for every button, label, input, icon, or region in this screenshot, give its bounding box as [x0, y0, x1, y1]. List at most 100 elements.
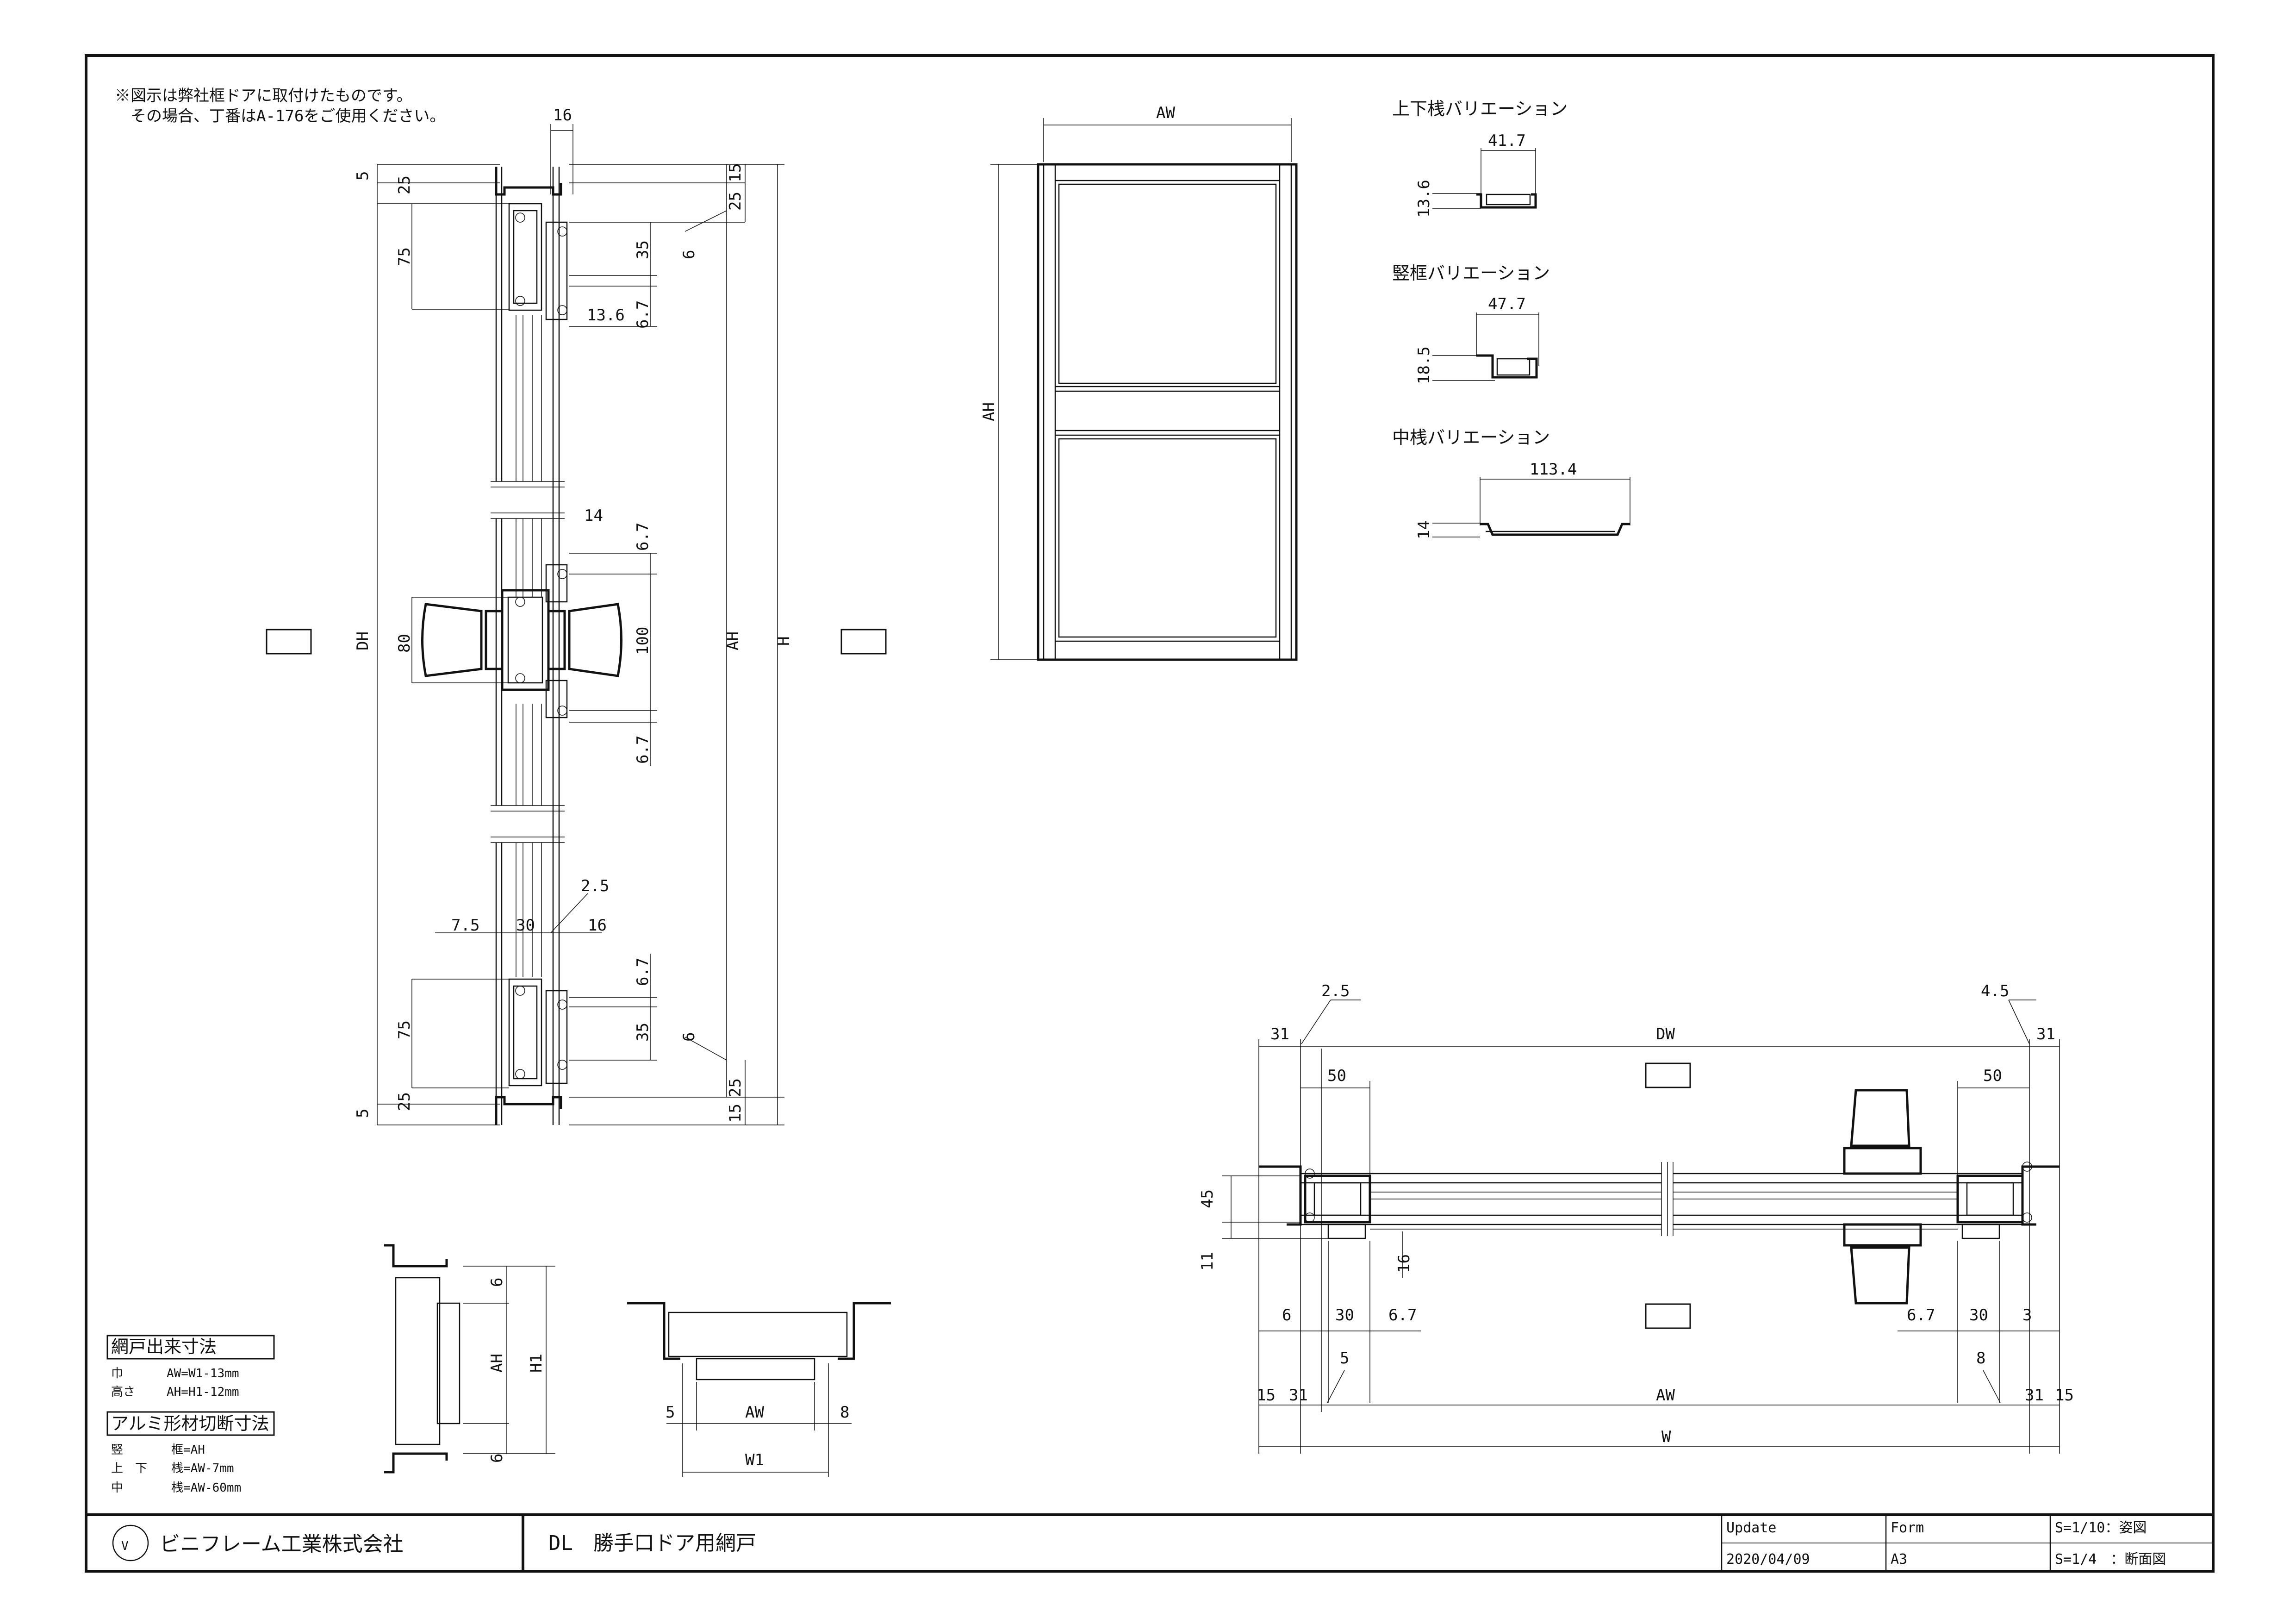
top-dim-5: 5	[666, 1403, 675, 1422]
side-dim-6-top: 6	[488, 1278, 506, 1287]
vs-dim-75-top: 75	[395, 247, 414, 266]
variation-1-width: 41.7	[1488, 131, 1526, 150]
hs-dim-30-l: 30	[1335, 1306, 1354, 1324]
legend-net-title: 網戸出来寸法	[111, 1337, 217, 1357]
legend-net-row-1-val: AW=W1-13mm	[167, 1367, 239, 1380]
hs-dim-5: 5	[1340, 1349, 1349, 1368]
variation-3-height: 14	[1415, 520, 1433, 539]
legend-alu-row-3-val: 桟=AW-60mm	[171, 1481, 241, 1495]
side-detail: 6 AH H1 6	[384, 1244, 555, 1474]
vs-dim-6-7-mid-b: 6.7	[634, 736, 652, 764]
vs-dim-80: 80	[395, 634, 414, 653]
vs-dim-6-7-bot: 6.7	[634, 958, 652, 986]
vs-dim-6-bot: 6	[680, 1032, 698, 1042]
top-dim-AW: AW	[745, 1403, 764, 1422]
vs-dim-H: H	[775, 637, 793, 646]
variation-3-width: 113.4	[1530, 460, 1577, 479]
legend-alu-title: アルミ形材切断寸法	[111, 1413, 269, 1434]
hs-dim-2-5: 2.5	[1321, 982, 1350, 1000]
hs-dim-30-r: 30	[1969, 1306, 1988, 1324]
hs-dim-31-tr: 31	[2036, 1025, 2055, 1043]
top-dim-8: 8	[840, 1403, 849, 1422]
variation-2-height: 18.5	[1415, 346, 1433, 384]
legend-alu-row-1-val: 框=AH	[171, 1443, 205, 1457]
form-value: A3	[1891, 1551, 1907, 1568]
hs-dim-15-r: 15	[2055, 1386, 2074, 1405]
vs-dim-5-top: 5	[354, 171, 372, 181]
vs-dim-75-bot: 75	[395, 1020, 414, 1039]
hs-dim-45: 45	[1198, 1189, 1217, 1208]
elev-dim-AW: AW	[1156, 104, 1175, 122]
vs-dim-30: 30	[516, 916, 535, 935]
vs-dim-DH: DH	[354, 631, 372, 650]
form-label: Form	[1891, 1520, 1924, 1536]
hs-dim-31-l: 31	[1289, 1386, 1308, 1405]
hs-dim-W: W	[1661, 1428, 1671, 1446]
vs-dim-25-15-top: 25 15	[726, 163, 745, 211]
vs-dim-6-top: 6	[680, 250, 698, 259]
hs-dim-31-tl: 31	[1270, 1025, 1289, 1043]
legend-alu-row-2-key: 上 下	[111, 1462, 147, 1475]
hs-dim-31-r: 31	[2025, 1386, 2044, 1405]
vs-dim-6-7-mid-a: 6.7	[634, 523, 652, 551]
scale-1: S=1/10：姿図	[2055, 1520, 2147, 1536]
hs-dim-50-r: 50	[1983, 1067, 2002, 1085]
horizontal-section: 外部 内部 2.5 4.5 31 DW 31 50 50 45 11 16 6 …	[1198, 982, 2074, 1454]
hs-dim-4-5: 4.5	[1981, 982, 2009, 1000]
hs-dim-50-l: 50	[1327, 1067, 1346, 1085]
legend: 網戸出来寸法 巾 AW=W1-13mm 高さ AH=H1-12mm アルミ形材切…	[106, 1335, 275, 1495]
door-elevation: AW AH	[980, 104, 1298, 661]
legend-net-row-1-key: 巾	[111, 1367, 123, 1380]
vs-dim-100: 100	[634, 627, 652, 655]
vs-dim-16-top: 16	[553, 106, 572, 125]
elev-dim-AH: AH	[980, 402, 998, 421]
side-dim-6-bot: 6	[488, 1454, 506, 1463]
vs-dim-2-5: 2.5	[581, 877, 609, 895]
hs-dim-8: 8	[1976, 1349, 1985, 1368]
legend-net-row-2-val: AH=H1-12mm	[167, 1385, 239, 1399]
hs-dim-11: 11	[1198, 1252, 1217, 1271]
product-title: DL 勝手口ドア用網戸	[548, 1531, 756, 1555]
variation-top-bottom: 上下桟バリエーション 41.7 13.6	[1392, 99, 1568, 218]
side-dim-H1: H1	[527, 1354, 546, 1373]
vs-dim-25-top: 25	[395, 175, 414, 194]
legend-alu-row-2-val: 桟=AW-7mm	[171, 1462, 234, 1475]
vs-dim-7-5: 7.5	[451, 916, 479, 935]
update-value: 2020/04/09	[1726, 1551, 1810, 1568]
title-block: V ビニフレーム工業株式会社 DL 勝手口ドア用網戸 Update 2020/0…	[112, 1515, 2213, 1571]
hs-dim-DW: DW	[1656, 1025, 1675, 1043]
variation-2-width: 47.7	[1488, 295, 1526, 313]
side-dim-AH: AH	[488, 1354, 506, 1373]
variation-stile: 竪框バリエーション 47.7 18.5	[1392, 263, 1550, 384]
hs-dim-AW: AW	[1656, 1386, 1675, 1405]
hs-dim-16: 16	[1395, 1254, 1413, 1273]
top-detail: 5 AW 8 W1	[627, 1302, 891, 1477]
variation-3-title: 中桟バリエーション	[1392, 427, 1550, 448]
vs-dim-25-bot-left: 25	[395, 1092, 414, 1111]
vs-dim-15-bot: 15	[726, 1104, 745, 1123]
scale-2: S=1/4 ：断面図	[2055, 1551, 2166, 1568]
legend-alu-row-1-key: 竪	[111, 1443, 123, 1457]
hs-dim-6: 6	[1282, 1306, 1291, 1324]
vs-dim-35-bot: 35	[634, 1023, 652, 1042]
variation-2-title: 竪框バリエーション	[1392, 263, 1550, 283]
vs-dim-14: 14	[584, 506, 603, 525]
hs-dim-6-7-l: 6.7	[1388, 1306, 1417, 1324]
company-logo-icon	[112, 1524, 149, 1562]
company-name: ビニフレーム工業株式会社	[160, 1532, 404, 1556]
sheet-border	[85, 54, 2215, 1573]
hs-dim-15-l: 15	[1257, 1386, 1276, 1405]
vs-dim-25-bot: 25	[726, 1078, 745, 1097]
vs-dim-6-7-top: 6.7	[634, 300, 652, 329]
hs-dim-6-7-r: 6.7	[1907, 1306, 1935, 1324]
vs-dim-35-top: 35	[634, 240, 652, 259]
note-line-1: ※図示は弊社框ドアに取付けたものです。	[115, 87, 412, 105]
hs-dim-3: 3	[2022, 1306, 2032, 1324]
vs-dim-13-6: 13.6	[587, 306, 625, 325]
variation-1-title: 上下桟バリエーション	[1392, 99, 1568, 119]
vs-dim-AH: AH	[724, 631, 742, 650]
company-logo-mark: V	[121, 1539, 129, 1553]
variation-mid-rail: 中桟バリエーション 113.4 14	[1392, 427, 1630, 539]
note-line-2: その場合、丁番はA-176をご使用ください。	[131, 107, 445, 125]
